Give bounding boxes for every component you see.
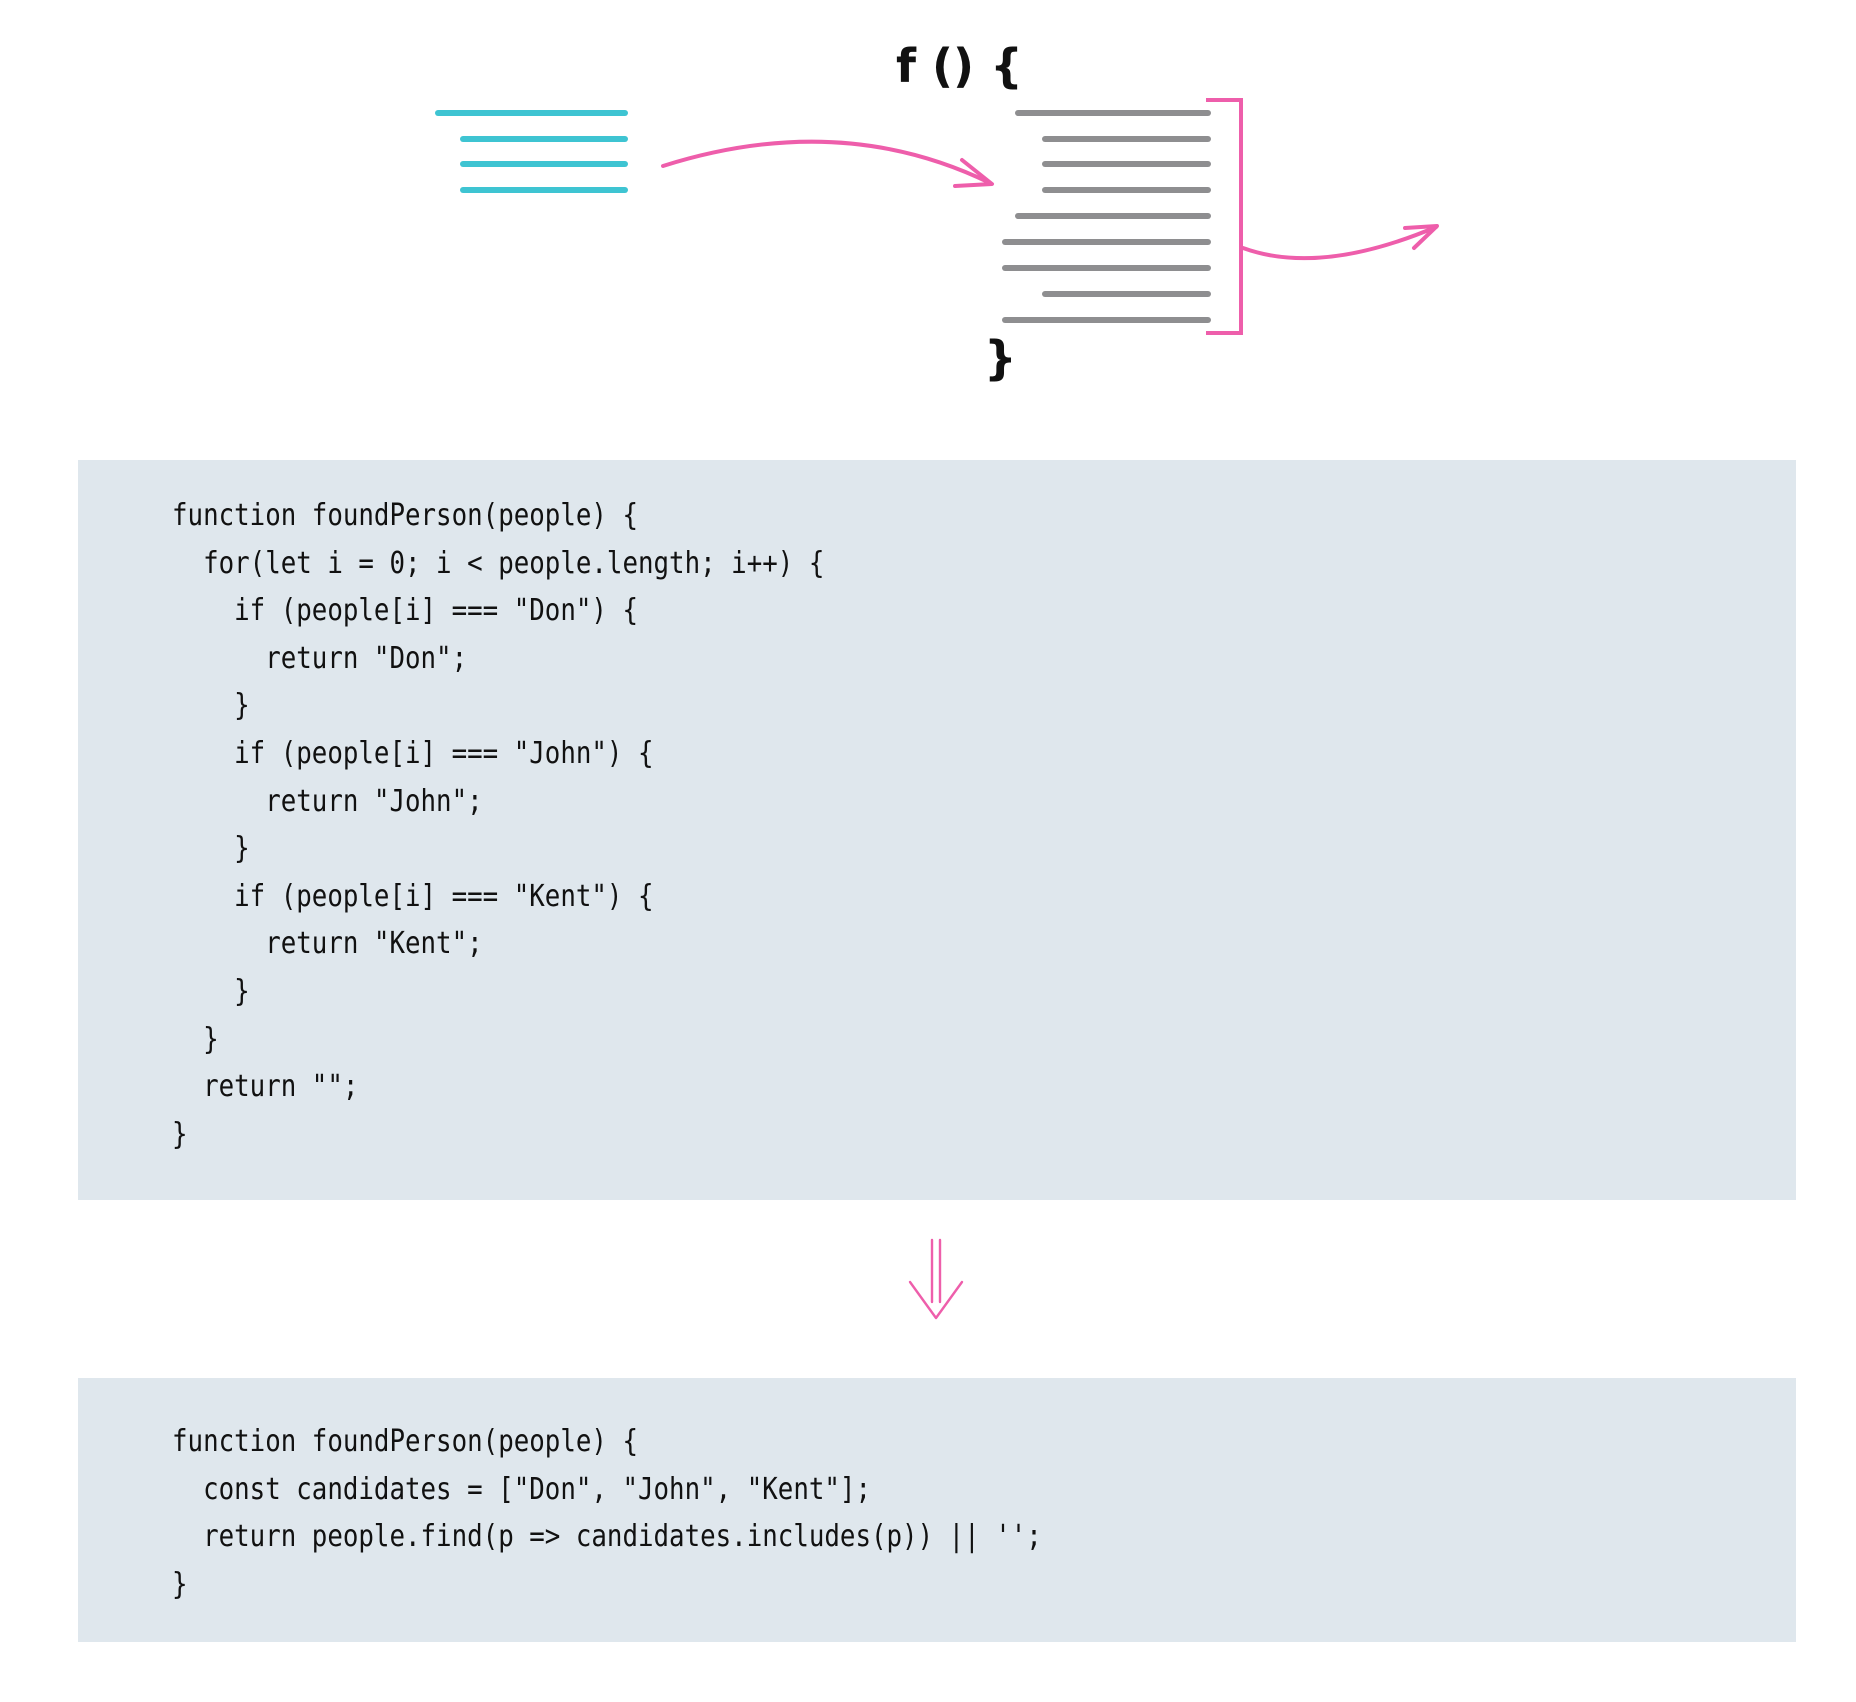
code-line: }	[172, 1566, 188, 1602]
output-arrow-head	[1403, 224, 1439, 250]
input-arrow-head	[953, 158, 994, 188]
code-before-panel: function foundPerson(people) { for(let i…	[78, 460, 1796, 1200]
output-arrow	[1241, 224, 1439, 261]
code-line: }	[172, 1116, 188, 1152]
code-line: return people.find(p => candidates.inclu…	[172, 1519, 1042, 1555]
function-diagram: f () { }	[435, 39, 1439, 385]
output-arrow-curve	[1241, 225, 1438, 261]
function-bracket	[1206, 98, 1243, 335]
code-line: return "Don";	[172, 640, 468, 676]
input-arrow-curve	[661, 139, 992, 185]
function-closing-brace: }	[984, 331, 1017, 385]
code-line: return "";	[172, 1069, 359, 1105]
code-line: for(let i = 0; i < people.length; i++) {	[172, 545, 825, 581]
code-line: }	[172, 973, 250, 1009]
code-line: function foundPerson(people) {	[172, 498, 638, 533]
code-line: const candidates = ["Don", "John", "Kent…	[172, 1471, 871, 1507]
function-body-lines	[1002, 110, 1211, 323]
code-after-panel: function foundPerson(people) { const can…	[78, 1378, 1796, 1642]
input-arrow	[661, 139, 994, 188]
code-line: if (people[i] === "Don") {	[172, 593, 638, 629]
code-line: return "Kent";	[172, 926, 483, 962]
code-line: function foundPerson(people) {	[172, 1424, 638, 1459]
code-line: return "John";	[172, 783, 483, 819]
double-down-arrow-icon	[908, 1238, 964, 1320]
function-signature: f () {	[896, 39, 1023, 93]
code-line: if (people[i] === "Kent") {	[172, 878, 654, 914]
code-line: if (people[i] === "John") {	[172, 735, 654, 771]
code-line: }	[172, 1021, 219, 1057]
input-lines	[435, 110, 628, 193]
code-line: }	[172, 831, 250, 867]
code-line: }	[172, 688, 250, 724]
